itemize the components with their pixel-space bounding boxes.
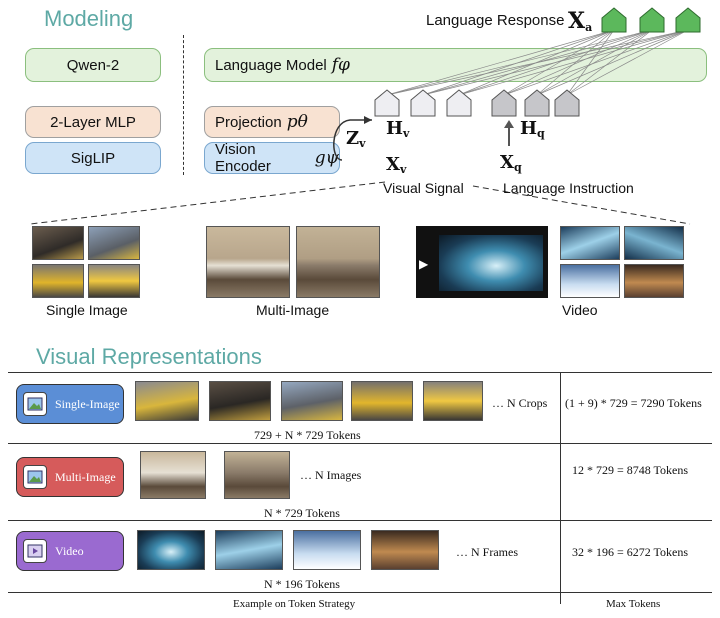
single-image-caption: Single Image — [46, 302, 128, 318]
crop-thumbnail — [351, 381, 413, 421]
single-image-crop — [88, 264, 140, 298]
multi-image-max-tokens: 12 * 729 = 8748 Tokens — [572, 463, 689, 477]
output-token-2 — [639, 7, 665, 33]
visual-representations-heading: Visual Representations — [36, 344, 262, 369]
single-image-crop — [32, 264, 84, 298]
qwen-label: Qwen-2 — [66, 56, 120, 74]
table-row-divider — [8, 520, 712, 521]
footer-right-caption: Max Tokens — [606, 598, 661, 610]
crop-thumbnail — [209, 381, 271, 421]
mlp-label: 2-Layer MLP — [50, 113, 136, 131]
vision-encoder-box: Vision Encoder gψ — [204, 141, 340, 175]
table-bottom-rule — [8, 592, 712, 593]
modeling-diagram-svg — [29, 7, 701, 225]
video-max-tokens: 32 * 196 = 6272 Tokens — [572, 545, 689, 559]
multi-image-icon — [23, 465, 47, 489]
multi-image-pill-label: Multi-Image — [55, 469, 116, 484]
xq-symbol: Xq — [500, 152, 522, 174]
hq-symbol: Hq — [520, 118, 545, 140]
projection-arrow — [333, 119, 372, 161]
multi-image-tokens: N * 729 Tokens — [264, 506, 340, 520]
video-pill-label: Video — [55, 543, 84, 558]
visual-token-2 — [410, 89, 436, 117]
video-frame-thumbnail — [371, 530, 439, 570]
qwen-box: Qwen-2 — [25, 48, 161, 82]
language-token-1 — [491, 89, 517, 117]
visual-tokens — [374, 89, 472, 117]
vision-encoder-symbol: gψ — [314, 148, 339, 168]
zoom-line-left — [29, 181, 386, 225]
xv-symbol: Xv — [386, 154, 407, 176]
table-column-divider — [560, 372, 561, 604]
language-instruction-label: Language Instruction — [503, 180, 634, 196]
language-model-symbol: fφ — [331, 55, 350, 75]
language-tokens — [491, 89, 580, 117]
multi-image-thumbnail — [224, 451, 290, 499]
siglip-box: SigLIP — [25, 142, 161, 174]
multi-image-thumbnail — [140, 451, 206, 499]
projection-symbol: pθ — [286, 112, 308, 132]
vision-encoder-label: Vision Encoder — [215, 141, 271, 175]
video-pill: Video — [16, 531, 124, 571]
video-frame-thumbnail — [137, 530, 205, 570]
visual-token-1 — [374, 89, 400, 117]
multi-image-pill: Multi-Image — [16, 457, 124, 497]
multi-image-trail: … N Images — [300, 468, 362, 482]
table-top-rule — [8, 372, 712, 373]
projection-label: Projection — [215, 113, 282, 131]
image-icon — [23, 392, 47, 416]
output-token-3 — [675, 7, 701, 33]
projection-box: Projection pθ — [204, 106, 340, 138]
single-image-crop — [88, 226, 140, 260]
zoom-line-right — [472, 185, 691, 225]
xa-symbol: Xa — [568, 8, 593, 34]
video-frame — [560, 264, 620, 298]
crop-thumbnail — [423, 381, 483, 421]
mlp-box: 2-Layer MLP — [25, 106, 161, 138]
video-frame — [439, 235, 543, 291]
visual-token-3 — [446, 89, 472, 117]
video-frame — [624, 264, 684, 298]
single-image-tokens: 729 + N * 729 Tokens — [254, 428, 361, 442]
crop-thumbnail — [135, 381, 199, 421]
multi-image-caption: Multi-Image — [256, 302, 330, 318]
video-frame-thumbnail — [293, 530, 361, 570]
language-response-label: Language Response — [426, 12, 565, 29]
video-trail: … N Frames — [456, 545, 518, 559]
language-token-3 — [554, 89, 580, 117]
output-tokens — [601, 7, 701, 33]
siglip-label: SigLIP — [70, 149, 116, 167]
hv-symbol: Hv — [386, 118, 410, 140]
zv-symbol: Zv — [346, 128, 366, 150]
attention-lines — [386, 29, 689, 96]
multi-image-monkey — [296, 226, 380, 298]
visual-signal-label: Visual Signal — [383, 180, 464, 196]
multi-image-dog — [206, 226, 290, 298]
modeling-heading: Modeling — [44, 6, 134, 31]
video-caption: Video — [562, 302, 598, 318]
video-frame — [560, 226, 620, 260]
footer-left-caption: Example on Token Strategy — [233, 598, 356, 610]
language-token-2 — [524, 89, 550, 117]
section-divider — [183, 35, 184, 175]
single-image-max-tokens: (1 + 9) * 729 = 7290 Tokens — [565, 396, 702, 410]
output-token-1 — [601, 7, 627, 33]
video-frame — [624, 226, 684, 260]
single-image-pill: Single-Image — [16, 384, 124, 424]
single-image-trail: … N Crops — [492, 396, 548, 410]
crop-thumbnail — [281, 381, 343, 421]
video-tokens: N * 196 Tokens — [264, 577, 340, 591]
video-frame-thumbnail — [215, 530, 283, 570]
single-image-crop — [32, 226, 84, 260]
video-icon — [23, 539, 47, 563]
table-row-divider — [8, 443, 712, 444]
camera-icon: ▶ — [419, 257, 429, 271]
single-image-pill-label: Single-Image — [55, 396, 120, 411]
video-filmstrip: ▶ — [416, 226, 548, 298]
language-model-label: Language Model — [215, 56, 327, 74]
